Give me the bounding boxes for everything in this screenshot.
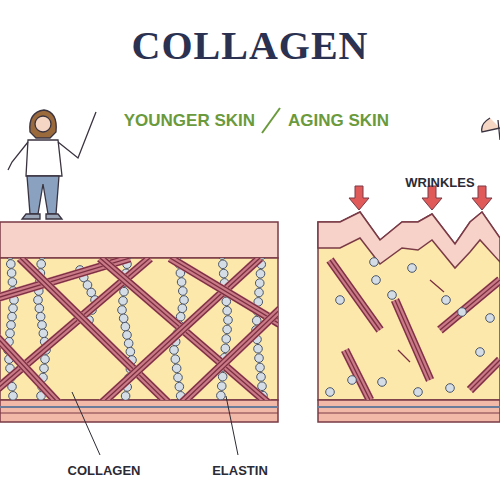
person-figure xyxy=(8,110,96,219)
part-label: ELASTIN xyxy=(212,463,268,478)
wrinkle-arrows xyxy=(349,186,492,210)
panel-heading: YOUNGER SKIN xyxy=(124,111,255,131)
callout-label: WRINKLES xyxy=(405,175,474,190)
person-figure-partial xyxy=(482,118,500,140)
divider-slash xyxy=(262,108,280,133)
younger-skin-block xyxy=(0,222,292,422)
leader-line xyxy=(226,396,238,455)
title: COLLAGEN xyxy=(132,22,369,69)
part-label: COLLAGEN xyxy=(68,463,141,478)
leader-line xyxy=(72,392,100,455)
panel-heading: AGING SKIN xyxy=(288,111,389,131)
aging-skin-block xyxy=(318,212,500,422)
